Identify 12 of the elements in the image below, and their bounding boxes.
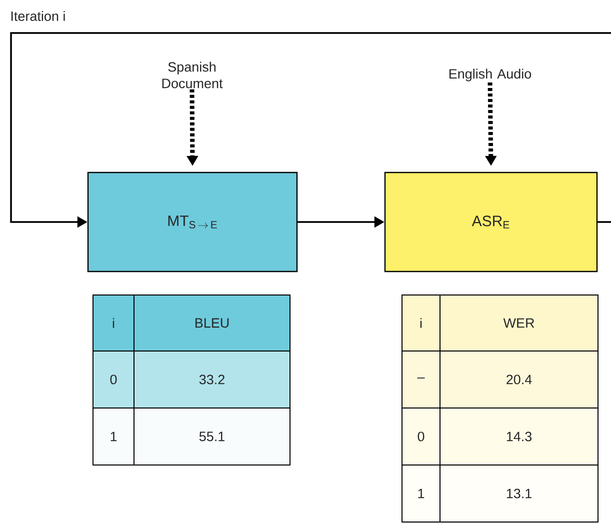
process-box: $\mathrm{MT}_{\mathrm{S}\,\rightarrow\,\mathrm{E}}$ [87, 172, 298, 272]
table-cell: 0 [92, 350, 134, 408]
input-label: English Audio [449, 68, 532, 82]
loop-label: Iteration i [11, 11, 65, 21]
table-cell: i [402, 294, 440, 352]
table-cell: – [402, 350, 440, 408]
table-cell: i [92, 294, 134, 352]
input-label: Spanish Document [162, 62, 223, 88]
table-cell: 1 [402, 464, 440, 522]
table-cell: 1 [92, 408, 134, 466]
process-box: $\mathrm{ASR}_{\mathrm{E}}$ [384, 172, 598, 272]
table-cell: 0 [402, 408, 440, 466]
